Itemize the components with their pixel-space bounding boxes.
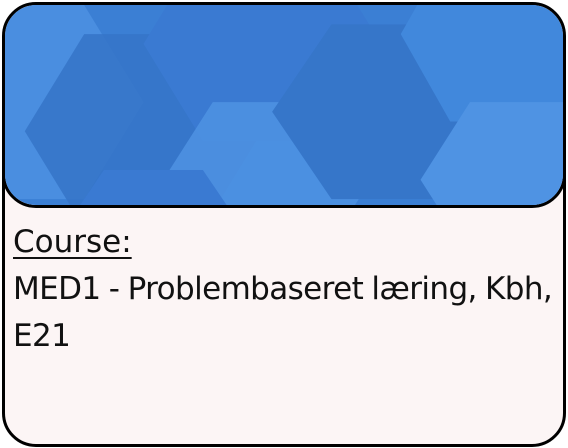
course-label: Course: xyxy=(13,224,132,260)
course-info: Course: MED1 - Problembaseret læring, Kb… xyxy=(13,219,557,360)
course-name[interactable]: MED1 - Problembaseret læring, Kbh, E21 xyxy=(13,271,553,354)
hexagon-pattern xyxy=(5,5,563,205)
course-banner-image xyxy=(5,5,563,208)
